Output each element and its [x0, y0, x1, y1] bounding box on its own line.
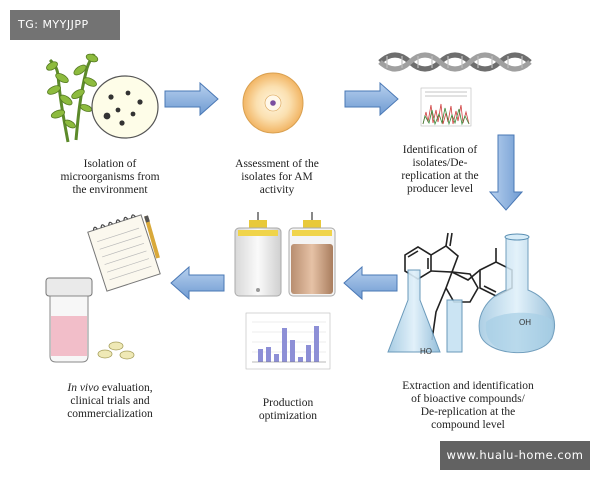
caption-line: Extraction and identification	[402, 380, 534, 392]
sequence-chromatogram	[420, 87, 472, 127]
caption-assessment: Assessment of the isolates for AM activi…	[212, 158, 342, 197]
caption-line: of bioactive compounds/	[411, 393, 525, 405]
caption-line: De-replication at the	[420, 406, 516, 418]
arrow-step1-to-step2	[164, 81, 219, 117]
caption-line: clinical trials and	[70, 395, 150, 407]
lab-flasks	[387, 233, 556, 354]
caption-identification: Identification of isolates/De- replicati…	[380, 144, 500, 196]
production-bar-chart	[245, 312, 331, 370]
arrow-step5-to-step6	[170, 265, 225, 301]
caption-line: activity	[259, 184, 295, 196]
caption-line: commercialization	[67, 408, 153, 420]
caption-line: microorganisms from	[60, 171, 160, 183]
caption-line: In vivo evaluation,	[40, 382, 180, 395]
caption-italic: In vivo	[67, 382, 99, 394]
molecule-ho-label: HO	[420, 347, 432, 356]
caption-line: optimization	[258, 410, 318, 422]
plant-illustration	[46, 53, 99, 143]
clinical-notepad	[87, 214, 161, 292]
arrow-step4-to-step5	[343, 265, 398, 301]
watermark-top-badge: TG: MYYJJPP	[10, 10, 120, 40]
caption-production: Production optimization	[228, 397, 348, 423]
pill-tablets	[97, 341, 135, 360]
caption-line: Isolation of	[83, 158, 137, 170]
caption-line: Identification of	[402, 144, 478, 156]
caption-line: compound level	[431, 419, 505, 431]
petri-dish-colonies	[91, 75, 159, 139]
caption-line: Production	[262, 397, 314, 409]
caption-line: the environment	[72, 184, 148, 196]
caption-extraction: Extraction and identification of bioacti…	[378, 380, 558, 432]
caption-line: producer level	[406, 183, 474, 195]
caption-line: isolates for AM	[241, 171, 313, 183]
fermenter-jar-clear	[234, 212, 282, 297]
dna-helix-icon	[378, 52, 532, 72]
caption-isolation: Isolation of microorganisms from the env…	[40, 158, 180, 197]
am-activity-petri-dish	[242, 72, 304, 134]
arrow-step3-to-step4	[488, 134, 524, 211]
watermark-bottom-badge: www.hualu-home.com	[440, 441, 590, 470]
caption-text: evaluation,	[98, 382, 153, 394]
caption-line: Assessment of the	[235, 158, 319, 170]
caption-in-vivo: In vivo evaluation, clinical trials and …	[40, 382, 180, 421]
molecule-oh-label: OH	[519, 318, 531, 327]
caption-line: isolates/De-	[412, 157, 468, 169]
pill-bottle	[45, 277, 93, 363]
arrow-step2-to-step3	[344, 81, 399, 117]
fermenter-jar-brown	[288, 212, 336, 297]
caption-line: replication at the	[401, 170, 479, 182]
